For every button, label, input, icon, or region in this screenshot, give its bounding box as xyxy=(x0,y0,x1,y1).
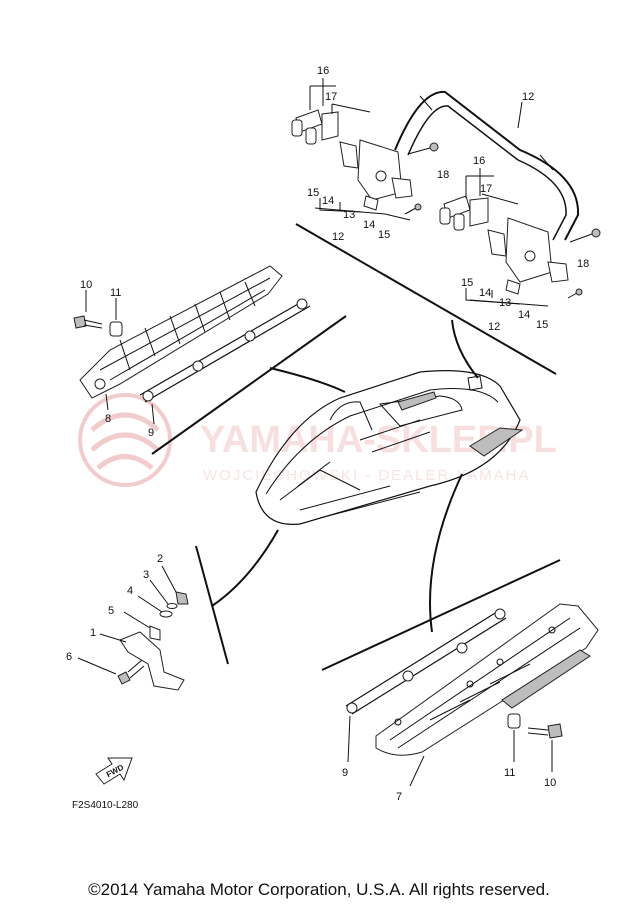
callout-9: 9 xyxy=(148,427,154,439)
bracket-right xyxy=(505,217,553,283)
collar-right xyxy=(507,713,521,729)
callout-1: 1 xyxy=(90,627,96,639)
callout-11: 11 xyxy=(110,287,121,299)
clamp-stud xyxy=(149,625,161,641)
figure-id: F2S4010-L280 xyxy=(72,800,139,811)
grab-bar xyxy=(394,90,580,241)
section-bracket-right xyxy=(321,559,561,671)
clamp-callouts: 2 3 4 5 1 6 xyxy=(66,553,163,663)
callout-13: 13 xyxy=(343,209,355,221)
callout-14b: 14 xyxy=(363,219,375,231)
fwd-arrow-icon: FWD xyxy=(95,757,133,785)
copyright-notice: ©2014 Yamaha Motor Corporation, U.S.A. A… xyxy=(88,880,550,899)
watermark-logo xyxy=(78,393,172,487)
section-bracket-upper xyxy=(295,223,557,375)
callout-3: 3 xyxy=(143,569,149,581)
callout-8: 8 xyxy=(105,413,111,425)
callout-6: 6 xyxy=(66,651,72,663)
callout-15d: 15 xyxy=(536,319,548,331)
clamp-washer xyxy=(159,610,173,618)
callout-11b: 11 xyxy=(504,767,515,779)
bracket-left xyxy=(357,139,403,201)
callout-15: 15 xyxy=(307,187,319,199)
clamp-lock-washer xyxy=(166,603,178,609)
callout-9b: 9 xyxy=(342,767,348,779)
callout-18: 18 xyxy=(437,169,449,181)
watermark-tagline: WOJCIECHOWSKI - DEALER YAMAHA xyxy=(203,467,530,484)
callout-14c: 14 xyxy=(479,287,491,299)
step-rod-right xyxy=(345,609,507,715)
clamp-assembly xyxy=(77,565,189,691)
bolt-right xyxy=(547,723,563,739)
bolt-left xyxy=(73,315,87,329)
clamp-bracket xyxy=(119,631,185,691)
callout-14: 14 xyxy=(322,195,334,207)
section-bracket-left xyxy=(151,315,347,455)
callout-16: 16 xyxy=(317,65,329,77)
step-rod-left xyxy=(139,299,311,403)
callout-10: 10 xyxy=(80,279,92,291)
callout-2: 2 xyxy=(157,553,163,565)
callout-14d: 14 xyxy=(518,309,530,321)
collar-left xyxy=(109,321,123,337)
callout-7: 7 xyxy=(396,791,402,803)
step-plate-right xyxy=(375,603,599,756)
callout-12b: 12 xyxy=(332,231,344,243)
callout-12c: 12 xyxy=(488,321,500,333)
callout-15b: 15 xyxy=(378,229,390,241)
callout-12: 12 xyxy=(522,91,534,103)
callout-18b: 18 xyxy=(577,258,589,270)
watercraft xyxy=(255,370,524,525)
right-step-rail xyxy=(345,603,599,787)
callout-10b: 10 xyxy=(544,777,556,789)
right-step-callouts: 9 11 10 7 xyxy=(342,767,556,803)
left-step-rail xyxy=(73,265,311,425)
clamp-nut xyxy=(175,591,189,605)
callout-17b: 17 xyxy=(480,183,492,195)
callout-16b: 16 xyxy=(473,155,485,167)
handle-callouts: 16 17 12 15 14 18 13 14 15 12 16 17 15 1… xyxy=(307,65,589,333)
clamp-bolt xyxy=(117,671,131,685)
wave-logo xyxy=(501,649,591,709)
callout-17: 17 xyxy=(325,91,337,103)
callout-13b: 13 xyxy=(499,297,511,309)
callout-4: 4 xyxy=(127,585,133,597)
step-mark-right xyxy=(469,427,524,457)
left-step-callouts: 10 11 8 9 xyxy=(80,279,154,439)
handle-assembly xyxy=(291,78,601,307)
callout-15c: 15 xyxy=(461,277,473,289)
callout-5: 5 xyxy=(108,605,114,617)
